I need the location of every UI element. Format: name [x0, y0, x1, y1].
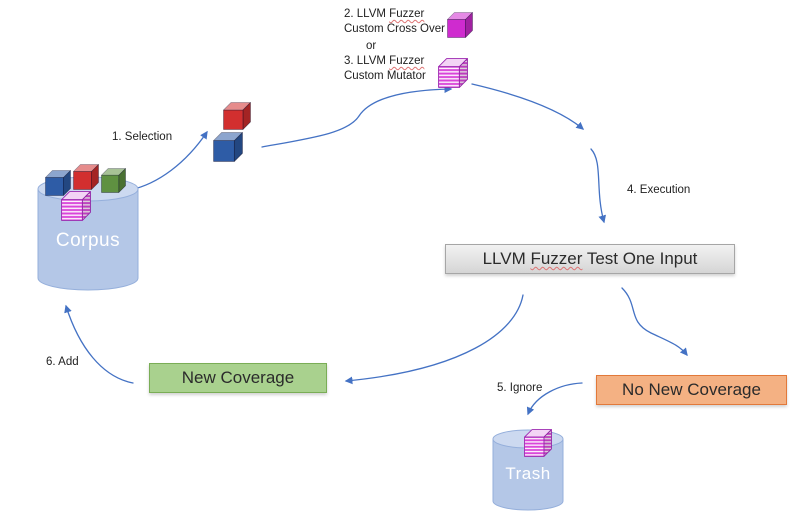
- new-coverage-text: New Coverage: [181, 368, 295, 387]
- corpus-label: Corpus: [55, 230, 121, 251]
- label-selection: 1. Selection: [112, 131, 173, 143]
- no-new-coverage-text: No New Coverage: [622, 380, 761, 399]
- corpus-green-cube-icon: [101, 168, 126, 193]
- arrow-execution: [590, 148, 606, 224]
- selected-red-cube-icon: [223, 102, 251, 130]
- mutator-striped-cube-icon: [438, 58, 468, 88]
- label-ignore: 5. Ignore: [497, 382, 543, 394]
- trash-striped-cube-icon: [524, 429, 552, 457]
- selected-blue-cube-icon: [213, 132, 243, 162]
- label-execution: 4. Execution: [627, 184, 691, 196]
- arrow-to-new-coverage: [344, 294, 524, 385]
- label-step3-line1: 3. LLVM Fuzzer: [344, 55, 425, 67]
- fuzzer-test-one-input-box: LLVM Fuzzer Test One Input: [445, 244, 735, 274]
- new-coverage-box: New Coverage: [149, 363, 327, 393]
- corpus-striped-cube-icon: [61, 191, 91, 221]
- label-add: 6. Add: [46, 356, 79, 368]
- corpus-red-cube-icon: [73, 164, 99, 190]
- arrow-from-mutation: [471, 83, 584, 130]
- label-step3-line2: Custom Mutator: [344, 70, 426, 82]
- label-step3-fuzzer: Fuzzer: [389, 55, 425, 67]
- arrow-to-no-new-coverage: [621, 287, 688, 357]
- arrow-to-mutation: [261, 85, 453, 148]
- crossover-magenta-cube-icon: [447, 12, 473, 38]
- label-step2-line2: Custom Cross Over: [344, 23, 445, 35]
- label-step2-fuzzer: Fuzzer: [389, 8, 425, 20]
- label-step2-line1: 2. LLVM Fuzzer: [344, 8, 425, 20]
- no-new-coverage-box: No New Coverage: [596, 375, 787, 405]
- label-or: or: [366, 40, 377, 52]
- arrow-add: [64, 304, 134, 384]
- fuzzer-box-text: LLVM Fuzzer Test One Input: [482, 249, 698, 268]
- label-step2: 2. LLVM Fuzzer Custom Cross Over: [344, 7, 445, 37]
- label-step3: 3. LLVM Fuzzer Custom Mutator: [344, 54, 426, 84]
- trash-label: Trash: [505, 464, 551, 483]
